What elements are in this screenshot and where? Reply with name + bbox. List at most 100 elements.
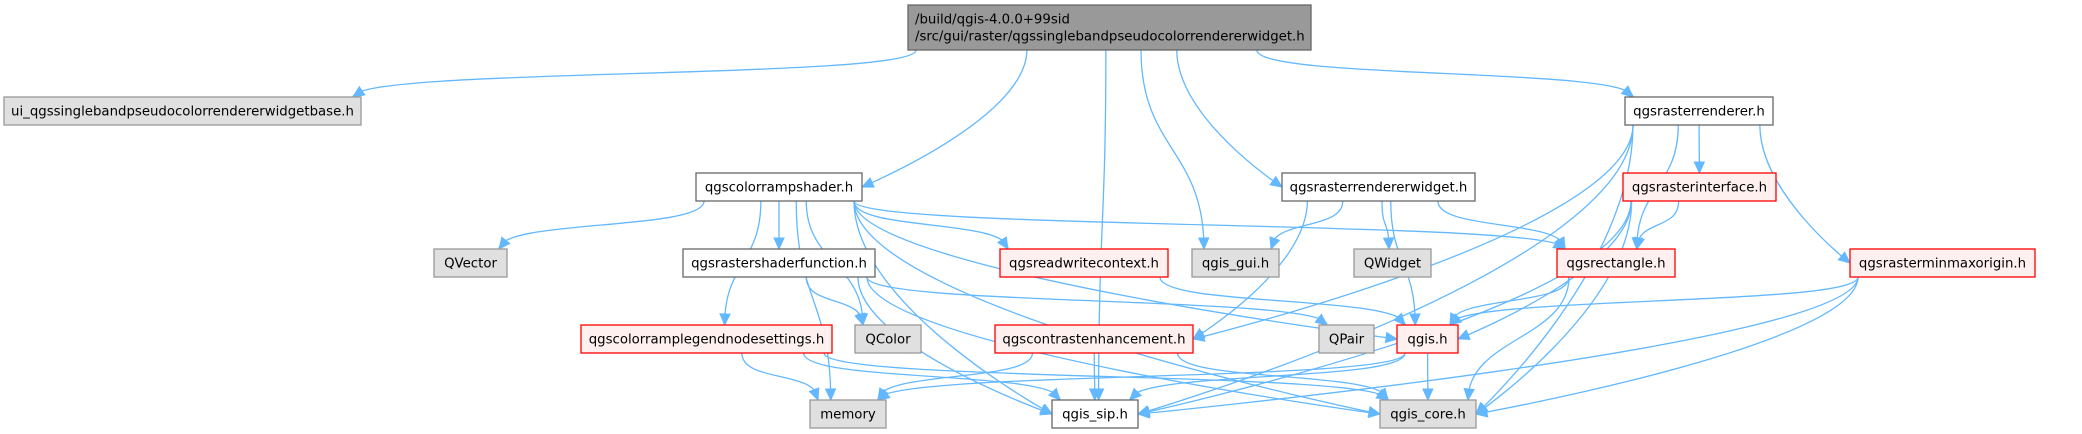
node-qgis[interactable]: qgis.h [1396,324,1459,354]
arrowhead-qgscontrastenhancement-to-qgis_sip [1088,388,1101,402]
arrowhead-qgscolorrampshader-to-qgscolorramplegendnodesettings [719,313,731,327]
node-box-ui_base[interactable] [3,96,362,126]
node-label-QColor: QColor [865,333,911,348]
arrowhead-qgsrasterrendererwidget-to-qgscontrastenhancement [1191,327,1206,340]
edge-root-to-qgsrasterrenderer [1256,49,1634,98]
node-box-memory[interactable] [809,399,887,429]
node-label-qgis_core: qgis_core.h [1390,408,1466,423]
arrowhead-qgsrasterinterface-to-qgis [1456,329,1471,340]
edge-root-to-qgscolorrampshader [861,49,1028,188]
node-qgsrasterrendererwidget[interactable]: qgsrasterrendererwidget.h [1281,172,1476,202]
arrowhead-qgsrastershaderfunction-to-QPair [1314,313,1328,326]
node-box-qgis[interactable] [1396,324,1459,354]
arrowhead-qgsrectangle-to-qgis [1449,312,1461,327]
arrowhead-qgscolorrampshader-to-qgsrastershaderfunction [773,237,785,251]
arrowhead-root-to-qgis_gui [1197,237,1210,251]
edge-qgsrasterrenderer-to-qgis_sip [1137,124,1634,415]
node-label-memory: memory [820,408,876,423]
node-box-qgis_sip[interactable] [1051,399,1139,429]
node-box-qgscolorramplegendnodesettings[interactable] [580,324,833,354]
node-qgsrastershaderfunction[interactable]: qgsrastershaderfunction.h [682,248,876,278]
node-QPair[interactable]: QPair [1318,324,1375,354]
node-label-QVector: QVector [444,257,497,272]
node-box-QVector[interactable] [433,248,508,278]
node-box-qgscolorrampshader[interactable] [695,172,863,202]
node-label-qgsrasterrendererwidget: qgsrasterrendererwidget.h [1290,181,1468,196]
node-box-qgsrasterminmaxorigin[interactable] [1849,248,2036,278]
arrowhead-qgscolorrampshader-to-QVector [498,236,511,250]
node-QVector[interactable]: QVector [433,248,508,278]
node-label-root: /build/qgis-4.0.0+99sid [915,13,1070,28]
node-qgsrasterrenderer[interactable]: qgsrasterrenderer.h [1624,96,1774,126]
node-qgscolorramplegendnodesettings[interactable]: qgscolorramplegendnodesettings.h [580,324,833,354]
edge-qgscolorrampshader-to-qgis_sip [853,200,1053,415]
node-box-QPair[interactable] [1318,324,1375,354]
node-qgsrasterminmaxorigin[interactable]: qgsrasterminmaxorigin.h [1849,248,2036,278]
node-qgsrectangle[interactable]: qgsrectangle.h [1556,248,1676,278]
arrowhead-qgscontrastenhancement-to-qgis_core [1376,387,1389,401]
arrowhead-root-to-qgsrasterrenderer [1620,85,1634,98]
edge-qgscolorrampshader-to-qgsrectangle [853,200,1566,250]
node-box-qgis_core[interactable] [1379,399,1477,429]
node-label-qgscontrastenhancement: qgscontrastenhancement.h [1002,333,1185,348]
edge-qgsreadwritecontext-to-qgis [1159,276,1406,326]
edge-root-to-qgsrasterrendererwidget [1176,49,1283,188]
arrowhead-qgsrastershaderfunction-to-qgis_core [1367,406,1382,419]
arrowhead-qgsrasterrenderer-to-qgsrasterminmaxorigin [1837,251,1851,264]
nodes-layer: /build/qgis-4.0.0+99sid/src/gui/raster/q… [3,4,2036,429]
node-label-QWidget: QWidget [1364,257,1421,272]
node-box-qgis_gui[interactable] [1191,248,1280,278]
arrowhead-root-to-qgsrasterrendererwidget [1269,175,1283,188]
node-box-qgsrasterrendererwidget[interactable] [1281,172,1476,202]
node-qgis_gui[interactable]: qgis_gui.h [1191,248,1280,278]
node-root[interactable]: /build/qgis-4.0.0+99sid/src/gui/raster/q… [907,4,1312,51]
edge-qgscolorrampshader-to-memory [795,200,832,401]
node-qgscontrastenhancement[interactable]: qgscontrastenhancement.h [994,324,1194,354]
node-qgsrasterinterface[interactable]: qgsrasterinterface.h [1622,172,1777,202]
node-qgsreadwritecontext[interactable]: qgsreadwritecontext.h [999,248,1169,278]
node-label-qgis_sip: qgis_sip.h [1062,408,1128,423]
edge-qgsrectangle-to-qgis_core [1467,276,1570,401]
arrowhead-qgsrectangle-to-qgis_core [1463,387,1475,402]
node-qgis_sip[interactable]: qgis_sip.h [1051,399,1139,429]
arrowhead-qgsrasterminmaxorigin-to-qgis_core [1474,406,1489,418]
arrowhead-qgis-to-qgis_sip [1129,387,1143,401]
edge-qgsrasterminmaxorigin-to-qgis_core [1475,276,1859,415]
node-label-qgis: qgis.h [1407,333,1447,348]
node-memory[interactable]: memory [809,399,887,429]
node-label-qgsrasterinterface: qgsrasterinterface.h [1632,181,1767,196]
node-label-qgsrastershaderfunction: qgsrastershaderfunction.h [691,257,867,272]
arrowhead-qgsrasterminmaxorigin-to-qgis_sip [1136,407,1151,419]
edge-qgsrasterinterface-to-qgsrectangle [1636,200,1680,250]
node-box-qgsrasterinterface[interactable] [1622,172,1777,202]
node-box-qgsrastershaderfunction[interactable] [682,248,876,278]
node-box-QColor[interactable] [854,324,922,354]
node-ui_base[interactable]: ui_qgssinglebandpseudocolorrendererwidge… [3,96,362,126]
node-box-QWidget[interactable] [1353,248,1432,278]
arrowhead-qgsrasterinterface-to-qgsrectangle [1633,236,1646,251]
arrowhead-root-to-qgscolorrampshader [860,177,875,188]
node-box-qgscontrastenhancement[interactable] [994,324,1194,354]
node-qgis_core[interactable]: qgis_core.h [1379,399,1477,429]
arrowhead-qgsrasterrendererwidget-to-QWidget [1382,237,1395,251]
node-QColor[interactable]: QColor [854,324,922,354]
node-qgscolorrampshader[interactable]: qgscolorrampshader.h [695,172,863,202]
arrowhead-qgsrasterrenderer-to-qgsrasterinterface [1693,161,1706,175]
edge-qgscontrastenhancement-to-memory [877,352,1034,401]
arrowhead-qgsrasterrendererwidget-to-qgis_gui [1269,236,1281,251]
edge-qgscolorramplegendnodesettings-to-qgis_core [823,352,1389,401]
node-QWidget[interactable]: QWidget [1353,248,1432,278]
arrowhead-qgscolorrampshader-to-qgsrectangle [1552,238,1567,250]
node-box-qgsrasterrenderer[interactable] [1624,96,1774,126]
arrowhead-qgscolorrampshader-to-qgis [1384,331,1399,344]
node-label-root: /src/gui/raster/qgssinglebandpseudocolor… [915,30,1305,45]
node-box-root[interactable] [907,4,1312,51]
node-box-qgsreadwritecontext[interactable] [999,248,1169,278]
edge-qgsrastershaderfunction-to-qgis_core [866,276,1381,415]
node-box-qgsrectangle[interactable] [1556,248,1676,278]
edge-qgscontrastenhancement-to-qgis_core [1176,352,1389,401]
edge-qgscolorramplegendnodesettings-to-qgis_sip [802,352,1061,401]
node-label-qgscolorramplegendnodesettings: qgscolorramplegendnodesettings.h [589,333,825,348]
arrowhead-qgscolorrampshader-to-qgsreadwritecontext [996,236,1009,251]
edge-qgsrasterminmaxorigin-to-qgis_sip [1137,276,1859,415]
